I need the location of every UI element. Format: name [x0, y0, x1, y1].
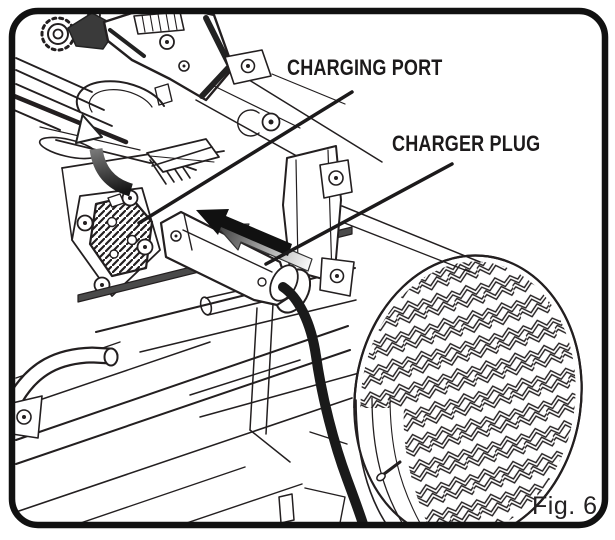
insert-arrow-icon	[196, 209, 313, 272]
charging-port	[71, 187, 161, 297]
body-panels	[15, 303, 353, 525]
charging-port-leader-line	[137, 90, 354, 225]
charger-plug-leader-line	[264, 162, 454, 266]
figure-caption: Fig. 6	[532, 492, 598, 520]
figure-border	[8, 7, 609, 529]
charging-port-label: CHARGING PORT	[287, 55, 443, 80]
lift-arrow-icon	[75, 114, 134, 197]
valve-stem	[382, 460, 402, 476]
charging-compartment	[61, 138, 220, 241]
seat-bracket-assembly	[12, 11, 235, 145]
rear-deck	[38, 49, 383, 181]
seat-frame	[102, 11, 235, 102]
charger-cable	[278, 282, 369, 525]
charger-plug-label: CHARGER PLUG	[392, 131, 541, 156]
seat-adjust-knob	[40, 16, 76, 52]
port-screws	[76, 189, 154, 294]
rear-tire	[342, 250, 594, 525]
grab-handle	[12, 346, 119, 439]
panel-slot	[278, 493, 295, 524]
deck-tab	[154, 83, 173, 106]
fender-edge	[341, 205, 481, 263]
